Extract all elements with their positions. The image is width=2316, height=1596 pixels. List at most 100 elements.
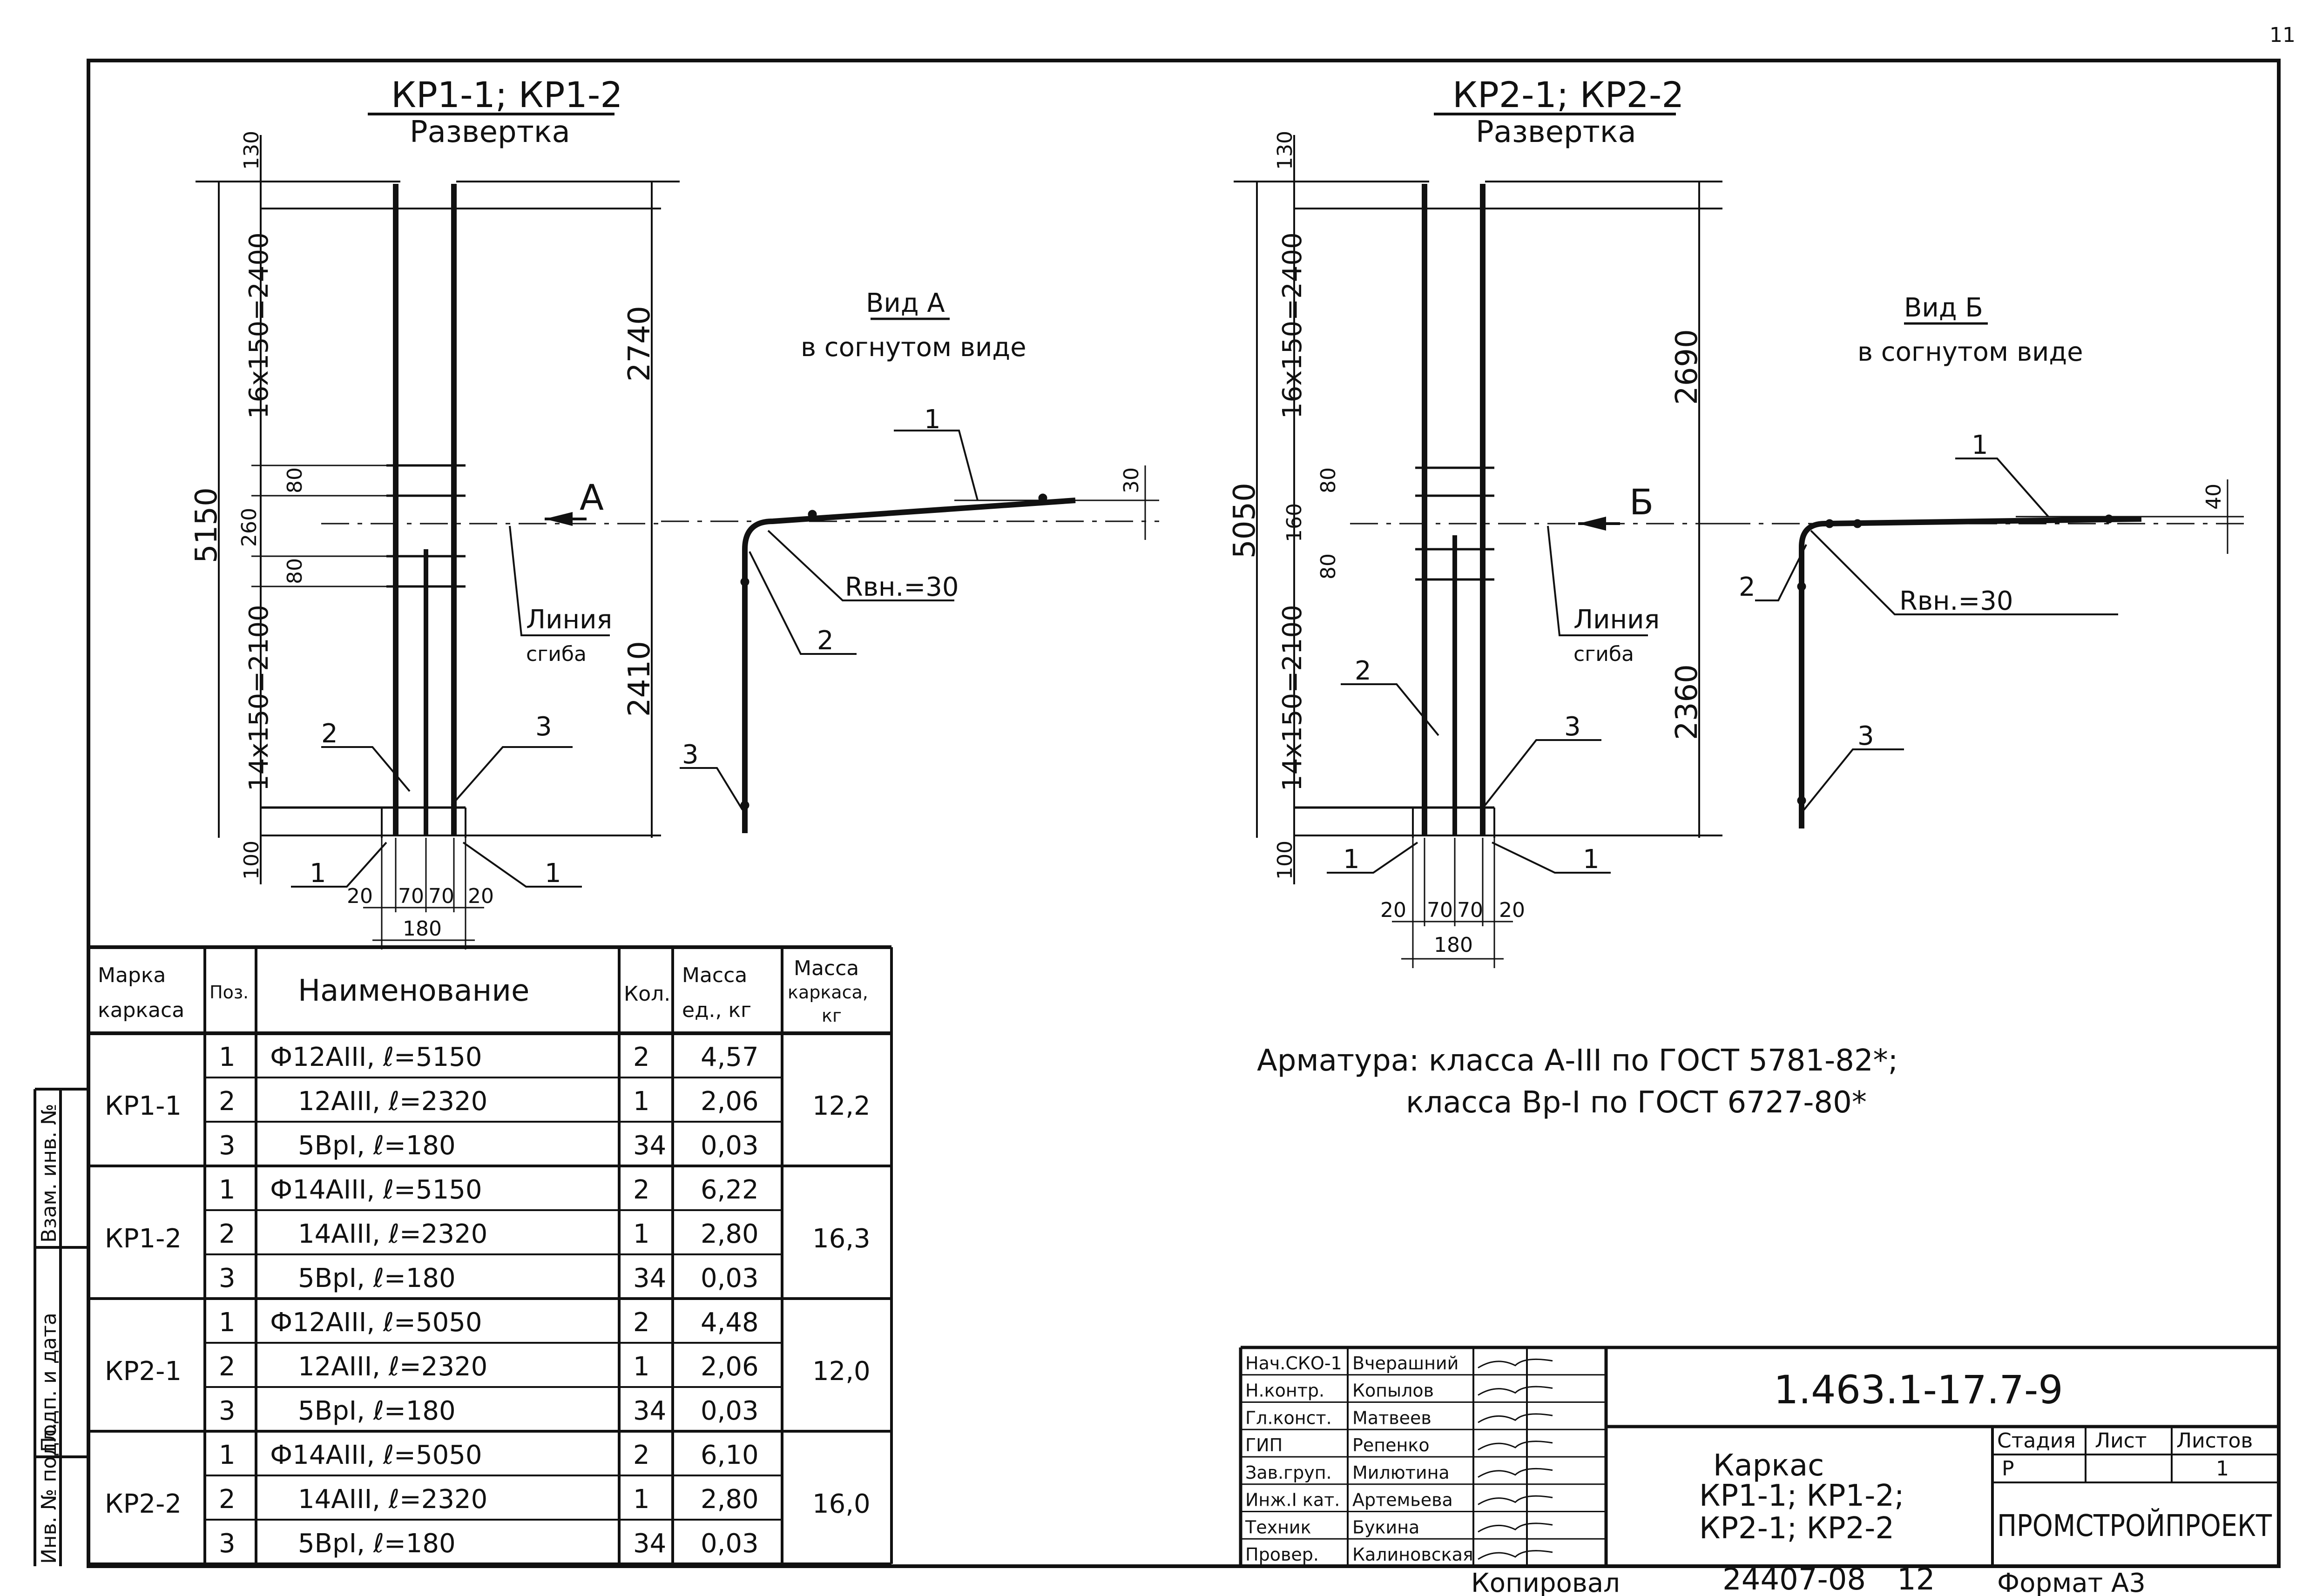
table-qty: 2 (633, 1440, 650, 1470)
side-stamp-replace: Взам. инв. № (37, 1104, 61, 1243)
svg-text:20: 20 (468, 884, 494, 908)
title-block-archive: 24407-08 (1722, 1562, 1866, 1596)
signature (1478, 1468, 1553, 1478)
signer-name: Артемьева (1352, 1490, 1453, 1510)
svg-text:80: 80 (1317, 467, 1340, 493)
table-unit-mass: 4,57 (701, 1042, 759, 1072)
sheet-number: 11 (2269, 23, 2296, 47)
table-pos: 3 (219, 1131, 236, 1161)
note-line-2: класса Вр-I по ГОСТ 6727-80* (1406, 1085, 1867, 1120)
table-header-total-3: кг (822, 1005, 842, 1026)
table-pos: 2 (219, 1086, 236, 1117)
svg-text:100: 100 (1273, 841, 1297, 880)
table-header-qty: Кол. (624, 982, 670, 1006)
svg-text:70: 70 (398, 884, 424, 908)
table-name: 5ВрI, ℓ=180 (298, 1529, 456, 1559)
table-qty: 1 (633, 1352, 650, 1382)
table-name: 12АIII, ℓ=2320 (298, 1352, 487, 1382)
table-unit-mass: 0,03 (701, 1529, 759, 1559)
table-pos: 1 (219, 1042, 236, 1072)
svg-text:3: 3 (682, 740, 699, 770)
svg-text:1: 1 (1972, 430, 1988, 460)
svg-text:20: 20 (1380, 898, 1406, 922)
svg-text:2: 2 (1355, 656, 1371, 686)
signer-name: Копылов (1352, 1381, 1434, 1401)
title-block-format: Формат А3 (1997, 1568, 2146, 1596)
table-unit-mass: 2,06 (701, 1352, 759, 1382)
table-qty: 34 (633, 1529, 666, 1559)
left-bent-view (661, 317, 1159, 833)
table-header-unit-2: ед., кг (682, 998, 751, 1022)
signature (1478, 1522, 1553, 1533)
title-block-copied: Копировал (1471, 1568, 1620, 1596)
svg-text:2: 2 (321, 719, 338, 749)
table-unit-mass: 6,22 (701, 1175, 759, 1205)
signer-name: Матвеев (1352, 1407, 1431, 1428)
table-unit-mass: 4,48 (701, 1307, 759, 1338)
svg-text:А: А (580, 477, 604, 518)
svg-text:в согнутом виде: в согнутом виде (801, 332, 1026, 363)
svg-text:80: 80 (1317, 553, 1340, 579)
signer-name: Вчерашний (1352, 1353, 1458, 1374)
title-block-sheet-label: Лист (2095, 1429, 2147, 1453)
svg-text:Вид Б: Вид Б (1904, 293, 1983, 323)
svg-text:2690: 2690 (1670, 329, 1704, 405)
svg-text:Rвн.=30: Rвн.=30 (845, 572, 959, 602)
svg-text:260: 260 (237, 508, 261, 547)
svg-text:2410: 2410 (622, 641, 657, 717)
table-header-total-2: каркаса, (788, 982, 868, 1003)
svg-text:100: 100 (240, 841, 263, 880)
table-pos: 2 (219, 1219, 236, 1249)
signature (1478, 1550, 1553, 1560)
signature (1478, 1358, 1553, 1369)
table-total-mass: 12,0 (812, 1356, 871, 1387)
signer-name: Милютина (1352, 1462, 1450, 1483)
svg-text:80: 80 (283, 558, 307, 584)
signer-role: Гл.конст. (1245, 1407, 1332, 1428)
svg-text:20: 20 (347, 884, 373, 908)
svg-text:70: 70 (1457, 898, 1483, 922)
svg-text:3: 3 (1564, 712, 1581, 742)
table-pos: 1 (219, 1440, 236, 1470)
title-block-name-3: КР2-1; КР2-2 (1699, 1511, 1894, 1546)
svg-text:14х150=2100: 14х150=2100 (244, 605, 274, 791)
table-pos: 1 (219, 1175, 236, 1205)
svg-text:Вид А: Вид А (866, 288, 945, 318)
svg-text:2: 2 (817, 626, 834, 656)
table-name: 5ВрI, ℓ=180 (298, 1131, 456, 1161)
table-name: 14АIII, ℓ=2320 (298, 1219, 487, 1249)
title-block-sheets-label: Листов (2176, 1429, 2253, 1453)
svg-text:сгиба: сгиба (1573, 642, 1634, 666)
svg-text:Б: Б (1629, 481, 1654, 523)
table-pos: 2 (219, 1352, 236, 1382)
svg-text:1: 1 (1343, 844, 1360, 875)
svg-text:Rвн.=30: Rвн.=30 (1899, 586, 2013, 616)
svg-text:5050: 5050 (1228, 483, 1262, 559)
svg-text:3: 3 (535, 712, 552, 742)
svg-text:1: 1 (924, 404, 941, 435)
title-block-code: 1.463.1-17.7-9 (1774, 1367, 2063, 1413)
signature (1478, 1495, 1553, 1505)
table-qty: 2 (633, 1307, 650, 1338)
signer-name: Калиновская (1352, 1544, 1473, 1565)
signer-role: Нач.СКО-1 (1245, 1353, 1342, 1374)
table-name: 5ВрI, ℓ=180 (298, 1263, 456, 1293)
right-bent-labels: Вид Б в согнутом виде 1 2 3 40 Rвн.=30 (1739, 293, 2226, 751)
svg-text:130: 130 (240, 131, 263, 170)
title-block-name-1: Каркас (1713, 1448, 1824, 1483)
table-header-total-1: Масса (794, 956, 859, 980)
svg-text:70: 70 (428, 884, 454, 908)
signature (1478, 1413, 1553, 1423)
table-mark: КР2-2 (105, 1489, 182, 1519)
signer-role: Провер. (1245, 1544, 1319, 1565)
svg-text:70: 70 (1427, 898, 1453, 922)
table-mark: КР1-1 (105, 1091, 182, 1121)
signer-role: Н.контр. (1245, 1381, 1324, 1401)
signer-role: Инж.I кат. (1245, 1490, 1340, 1510)
svg-text:20: 20 (1499, 898, 1525, 922)
svg-text:3: 3 (1857, 721, 1874, 751)
table-total-mass: 12,2 (812, 1091, 871, 1121)
table-mark: КР1-2 (105, 1224, 182, 1254)
